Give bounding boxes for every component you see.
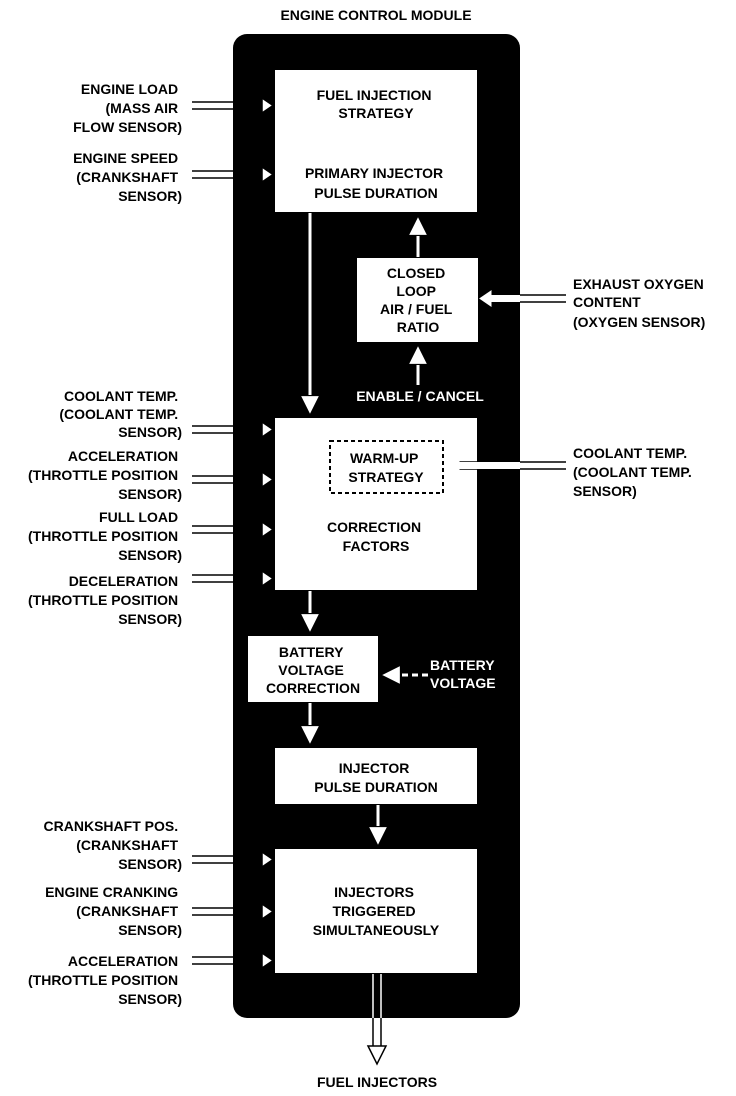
- engine-load-arrow: [192, 96, 275, 115]
- fuel-injection-box: [275, 70, 477, 212]
- battery-voltage-label: BATTERY VOLTAGE: [430, 657, 498, 691]
- injectors-triggered-label: INJECTORS TRIGGERED SIMULTANEOUSLY: [313, 884, 440, 938]
- exhaust-oxygen-arrow: [479, 290, 566, 307]
- fuel-injectors-output-arrow: [366, 974, 388, 1066]
- acceleration-label: ACCELERATION (THROTTLE POSITION SENSOR): [28, 448, 182, 502]
- warm-up-label: WARM-UP STRATEGY: [348, 450, 424, 485]
- full-load-label: FULL LOAD (THROTTLE POSITION SENSOR): [28, 509, 182, 563]
- correction-factors-label: CORRECTION FACTORS: [327, 519, 425, 554]
- acceleration-arrow: [192, 470, 275, 489]
- acceleration-2-arrow: [192, 951, 275, 970]
- acceleration-2-label: ACCELERATION (THROTTLE POSITION SENSOR): [28, 953, 182, 1007]
- crankshaft-pos-arrow: [192, 850, 275, 869]
- injectors-triggered-box: [275, 849, 477, 973]
- injector-pulse-label: INJECTOR PULSE DURATION: [314, 760, 437, 795]
- engine-speed-label: ENGINE SPEED (CRANKSHAFT SENSOR): [73, 150, 182, 204]
- battery-correction-box: [248, 636, 378, 702]
- primary-pulse-label: PRIMARY INJECTOR PULSE DURATION: [305, 165, 447, 201]
- coolant-temp-label: COOLANT TEMP. (COOLANT TEMP. SENSOR): [59, 388, 182, 440]
- coolant-temp-right-label: COOLANT TEMP. (COOLANT TEMP. SENSOR): [573, 445, 696, 499]
- fuel-injectors-label: FUEL INJECTORS: [317, 1074, 437, 1090]
- fuel-injection-label: FUEL INJECTION STRATEGY: [317, 87, 436, 121]
- warm-up-box: [329, 440, 444, 494]
- closed-loop-box: [357, 258, 478, 342]
- closed-loop-label: CLOSED LOOP AIR / FUEL RATIO: [380, 265, 456, 335]
- coolant-temp-arrow: [192, 420, 275, 439]
- enable-cancel-label: ENABLE / CANCEL: [356, 388, 484, 404]
- deceleration-arrow: [192, 569, 275, 588]
- coolant-temp-right-arrow: [444, 456, 566, 475]
- deceleration-label: DECELERATION (THROTTLE POSITION SENSOR): [28, 573, 182, 627]
- diagram-title: ENGINE CONTROL MODULE: [280, 7, 471, 23]
- injector-pulse-box: [275, 748, 477, 804]
- engine-cranking-arrow: [192, 902, 275, 921]
- full-load-arrow: [192, 520, 275, 539]
- battery-correction-label: BATTERY VOLTAGE CORRECTION: [266, 644, 360, 696]
- exhaust-oxygen-label: EXHAUST OXYGEN CONTENT (OXYGEN SENSOR): [573, 276, 708, 330]
- engine-load-label: ENGINE LOAD (MASS AIR FLOW SENSOR): [73, 81, 182, 135]
- engine-cranking-label: ENGINE CRANKING (CRANKSHAFT SENSOR): [45, 884, 182, 938]
- crankshaft-pos-label: CRANKSHAFT POS. (CRANKSHAFT SENSOR): [44, 818, 182, 872]
- engine-speed-arrow: [192, 165, 275, 184]
